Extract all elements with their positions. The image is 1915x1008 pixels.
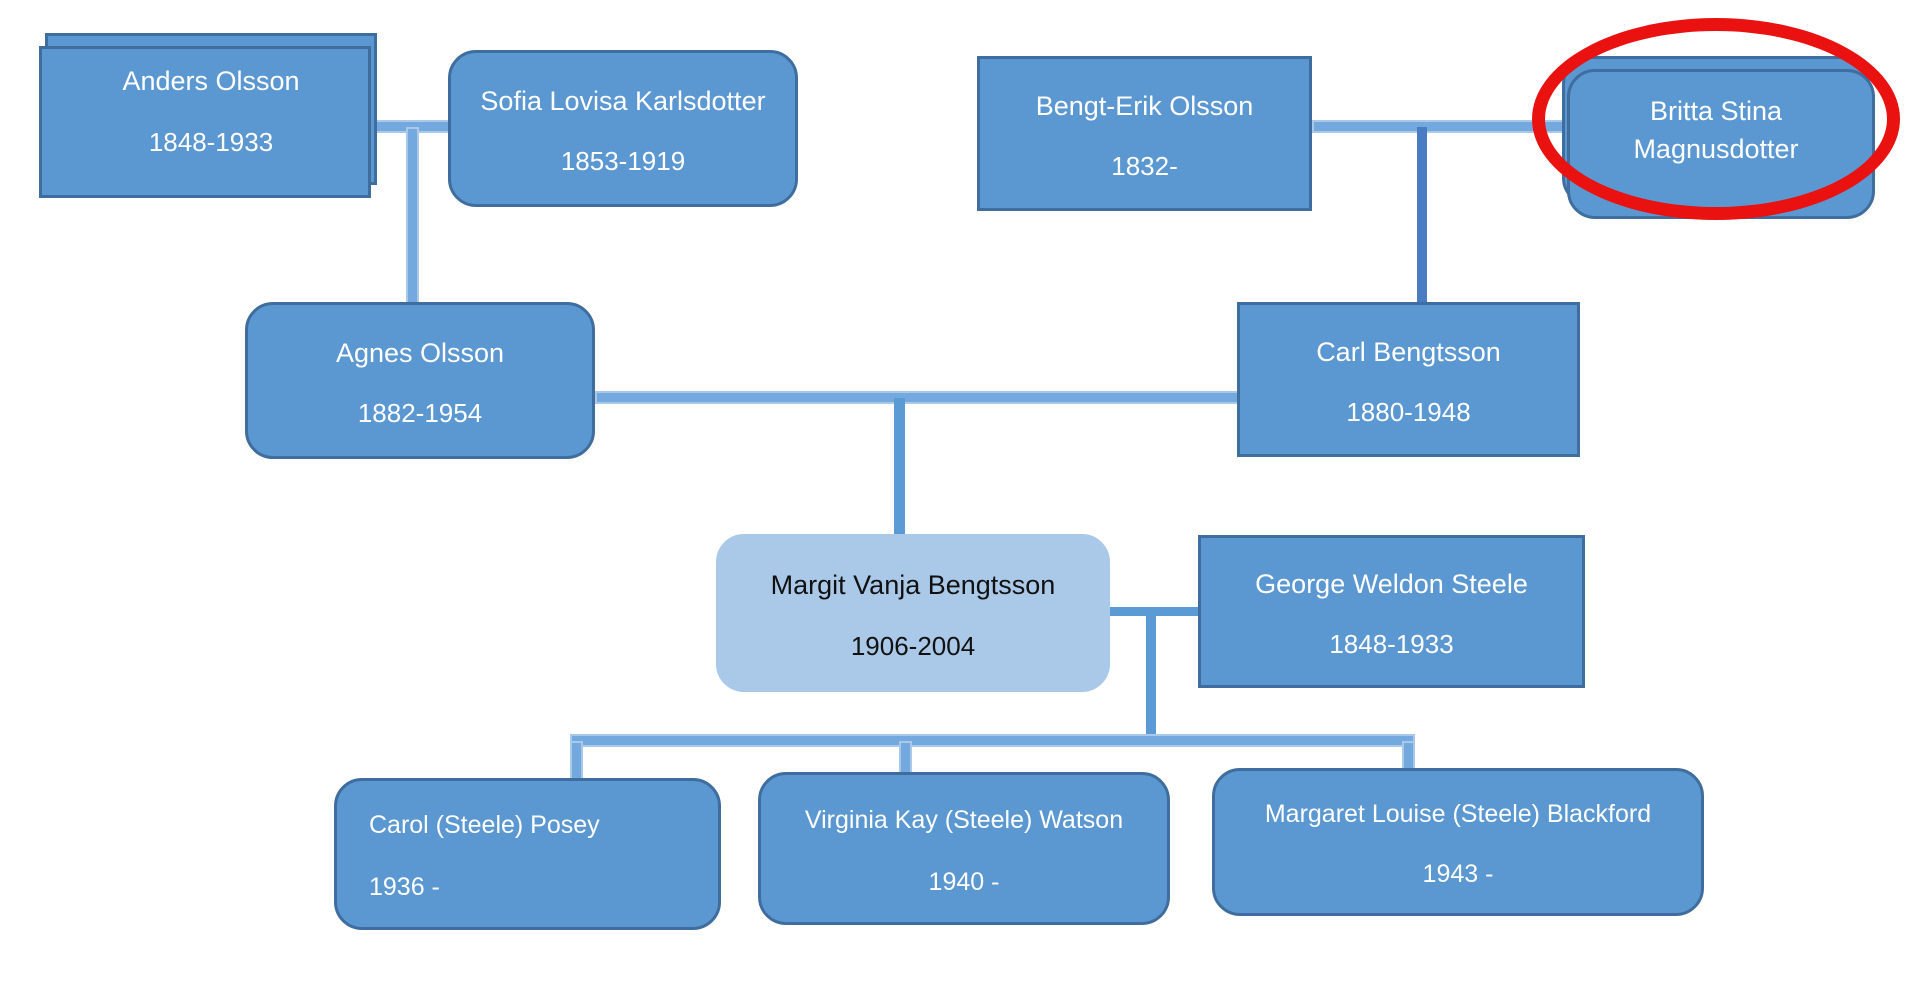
person-name: Carl Bengtsson [1316, 336, 1501, 367]
person-name: Margaret Louise (Steele) Blackford [1264, 800, 1652, 828]
connector-agnes-carl [595, 391, 1241, 404]
person-node-margaret-louise-steele-blackford[interactable]: Margaret Louise (Steele) Blackford 1943 … [1212, 768, 1704, 916]
person-name: George Weldon Steele [1255, 568, 1528, 599]
person-name: Agnes Olsson [335, 337, 505, 368]
person-dates: 1906-2004 [850, 630, 976, 661]
person-node-margit-vanja-bengtsson[interactable]: Margit Vanja Bengtsson 1906-2004 [716, 534, 1110, 692]
person-node-anders-olsson[interactable]: Anders Olsson 1848-1933 [39, 33, 377, 198]
connector-down-to-agnes [406, 127, 419, 306]
connector-stub-carol [570, 741, 583, 782]
red-ellipse-annotation [1532, 18, 1900, 220]
person-name: Sofia Lovisa Karlsdotter [480, 85, 766, 116]
person-node-sofia-lovisa-karlsdotter[interactable]: Sofia Lovisa Karlsdotter 1853-1919 [448, 50, 798, 207]
person-dates: 1853-1919 [560, 146, 686, 177]
person-dates: 1880-1948 [1346, 397, 1471, 428]
person-name: Virginia Kay (Steele) Watson [804, 805, 1124, 834]
connector-down-to-children-rail [1146, 611, 1156, 739]
person-dates: 1936 - [369, 873, 440, 901]
person-dates: 1848-1933 [148, 126, 274, 157]
person-dates: 1940 - [928, 867, 1000, 896]
person-name: Carol (Steele) Posey [369, 811, 600, 839]
person-node-george-weldon-steele[interactable]: George Weldon Steele 1848-1933 [1198, 535, 1585, 688]
person-node-agnes-olsson[interactable]: Agnes Olsson 1882-1954 [245, 302, 595, 459]
person-dates: 1943 - [1422, 860, 1494, 888]
person-name: Bengt-Erik Olsson [1035, 90, 1254, 121]
person-node-bengt-erik-olsson[interactable]: Bengt-Erik Olsson 1832- [977, 56, 1312, 211]
person-name: Anders Olsson [122, 66, 300, 97]
person-name: Margit Vanja Bengtsson [770, 570, 1056, 601]
person-node-carl-bengtsson[interactable]: Carl Bengtsson 1880-1948 [1237, 302, 1580, 457]
connector-down-to-margit [894, 398, 905, 534]
person-node-virginia-kay-steele-watson[interactable]: Virginia Kay (Steele) Watson 1940 - [758, 772, 1170, 925]
connector-stub-virginia [899, 741, 912, 776]
connector-margit-george [1110, 607, 1202, 616]
person-dates: 1832- [1111, 151, 1178, 182]
person-dates: 1848-1933 [1329, 629, 1454, 660]
person-node-carol-steele-posey[interactable]: Carol (Steele) Posey 1936 - [334, 778, 721, 930]
connector-down-to-carl [1417, 127, 1427, 302]
connector-children-rail [570, 734, 1415, 747]
person-dates: 1882-1954 [357, 398, 483, 429]
